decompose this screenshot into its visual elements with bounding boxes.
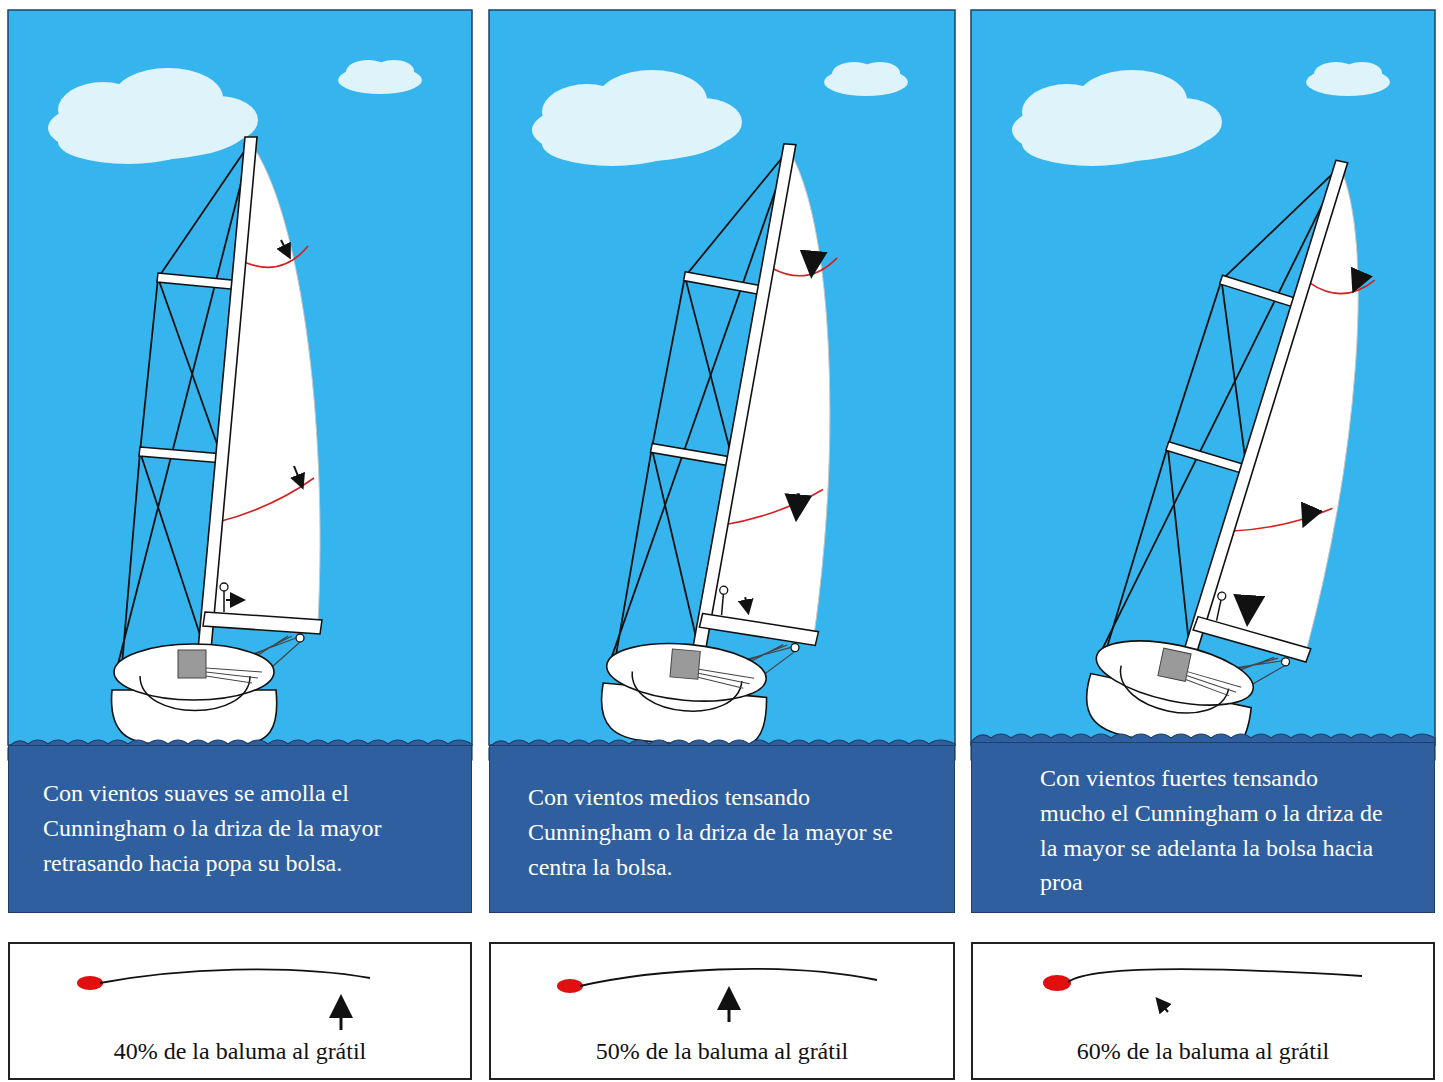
sail-profile <box>77 976 103 990</box>
sky-panel <box>489 10 955 745</box>
cloud <box>48 68 258 164</box>
percent-label: 40% de la baluma al grátil <box>110 1037 371 1066</box>
sailboat <box>598 132 861 745</box>
sky-panel <box>8 10 472 745</box>
sailboat <box>1079 133 1411 745</box>
sail-profile <box>728 992 731 1022</box>
sail-profile <box>340 1000 343 1030</box>
sailboat <box>812 252 814 272</box>
caption-band: Con vientos medios tensando Cunningham o… <box>489 745 955 913</box>
cloud <box>824 62 908 96</box>
sail-profile <box>8 942 1435 1080</box>
sailboat <box>598 132 861 745</box>
profile-box: 40% de la baluma al grátil <box>8 942 472 1080</box>
caption-text: Con vientos fuertes tensando mucho el Cu… <box>1040 761 1386 900</box>
sailboat <box>1246 605 1251 619</box>
sailboat <box>281 240 289 256</box>
caption-text: Con vientos suaves se amolla el Cunningh… <box>43 776 441 880</box>
cloud <box>1012 70 1222 166</box>
sailboat <box>112 137 322 744</box>
sail-profile <box>1043 975 1071 991</box>
sailboat <box>1355 278 1359 288</box>
sailboat <box>112 137 322 744</box>
sailboat <box>598 132 861 745</box>
cloud <box>1306 62 1390 96</box>
sailboat <box>112 137 322 744</box>
sail-profile <box>1068 969 1362 982</box>
sail-profile <box>8 942 472 1080</box>
sailboat <box>744 597 749 611</box>
sail-profile <box>971 942 1435 1080</box>
caption-band: Con vientos suaves se amolla el Cunningh… <box>8 745 472 913</box>
cloud <box>532 70 742 166</box>
sailboat <box>226 599 242 601</box>
percent-label: 50% de la baluma al grátil <box>592 1037 853 1066</box>
sail-profile <box>557 979 583 993</box>
sailboat <box>1079 133 1411 745</box>
sail-profile <box>1158 1000 1168 1012</box>
sailboat <box>1079 133 1411 745</box>
caption-text: Con vientos medios tensando Cunningham o… <box>528 780 914 884</box>
sailboat <box>1305 513 1309 523</box>
sail-profile <box>100 969 370 983</box>
profile-box: 50% de la baluma al grátil <box>489 942 955 1080</box>
caption-band: Con vientos fuertes tensando mucho el Cu… <box>971 742 1435 913</box>
percent-label: 60% de la baluma al grátil <box>1073 1037 1334 1066</box>
cloud <box>338 60 422 94</box>
sail-profile <box>580 969 877 986</box>
sail-profile <box>489 942 955 1080</box>
sailboat <box>797 493 799 515</box>
sailboat <box>294 466 302 486</box>
profile-box: 60% de la baluma al grátil <box>971 942 1435 1080</box>
